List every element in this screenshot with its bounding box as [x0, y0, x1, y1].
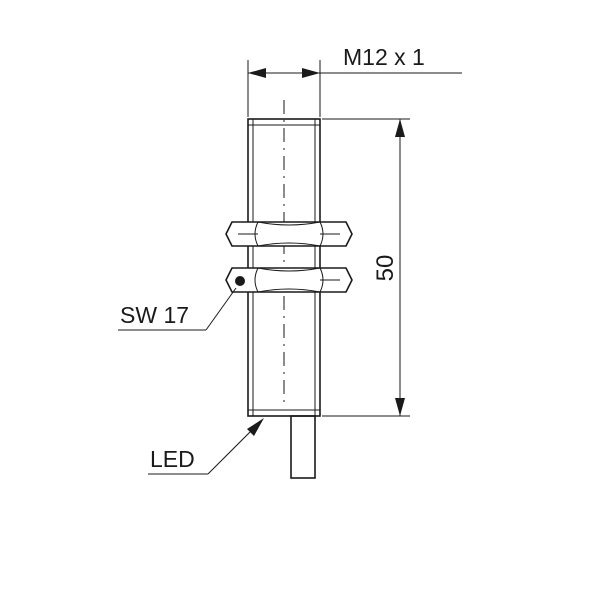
length-label: 50: [372, 255, 399, 282]
cable: [290, 415, 316, 479]
nut-marker-dot: [235, 276, 245, 286]
hex-nut-lower: [225, 267, 353, 293]
thread-label: M12 x 1: [343, 44, 425, 70]
wrench-size-callout: SW 17: [118, 287, 237, 331]
hex-nut-upper: [225, 221, 353, 247]
thread-dimension: M12 x 1: [247, 44, 462, 117]
wrench-size-label: SW 17: [120, 302, 189, 328]
length-dimension: 50: [322, 118, 410, 417]
led-label: LED: [150, 446, 195, 472]
led-callout: LED: [148, 418, 264, 475]
